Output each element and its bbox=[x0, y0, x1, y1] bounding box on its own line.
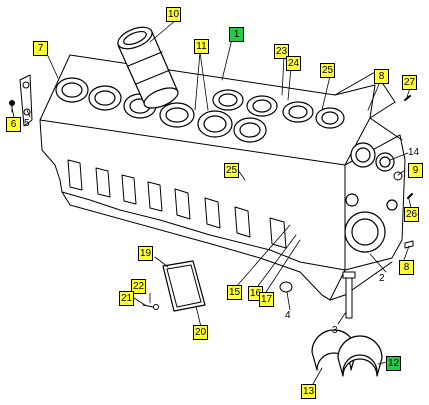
callout-9: 9 bbox=[408, 163, 423, 178]
callout-27: 27 bbox=[402, 75, 418, 90]
plug-4 bbox=[279, 281, 293, 293]
stud-3 bbox=[342, 271, 356, 319]
end-face-bores bbox=[344, 142, 398, 253]
callout-8-top: 8 bbox=[374, 69, 389, 84]
crankcase-bays bbox=[67, 159, 287, 249]
callout-26: 26 bbox=[404, 207, 420, 222]
block-outline bbox=[39, 54, 406, 301]
callout-3: 3 bbox=[332, 325, 338, 336]
callout-20: 20 bbox=[193, 325, 209, 340]
dowel-8 bbox=[404, 240, 414, 249]
cylinder-bores-right-bank bbox=[212, 89, 345, 129]
cover-plate-19 bbox=[162, 260, 206, 312]
callout-21: 21 bbox=[119, 291, 135, 306]
plug-26 bbox=[407, 193, 413, 199]
callout-15: 15 bbox=[227, 285, 243, 300]
callout-1: 1 bbox=[229, 27, 244, 42]
callout-2: 2 bbox=[379, 273, 385, 284]
callout-10: 10 bbox=[166, 7, 182, 22]
callout-24: 24 bbox=[286, 56, 302, 71]
callout-8-bottom: 8 bbox=[399, 260, 414, 275]
callout-17: 17 bbox=[259, 292, 275, 307]
callout-19: 19 bbox=[138, 246, 154, 261]
callout-25-mid: 25 bbox=[224, 163, 240, 178]
callout-22: 22 bbox=[131, 279, 147, 294]
callout-4: 4 bbox=[285, 310, 291, 321]
bearing-shells bbox=[311, 329, 383, 377]
cylinder-liner bbox=[117, 26, 179, 109]
callout-12: 12 bbox=[386, 356, 402, 371]
callout-11: 11 bbox=[194, 39, 209, 54]
callout-5: 5 bbox=[24, 118, 30, 129]
screw-21-22 bbox=[142, 304, 159, 310]
callout-6: 6 bbox=[6, 117, 21, 132]
cylinder-bores-left-bank bbox=[55, 77, 267, 143]
leader-lines bbox=[11, 19, 412, 385]
callout-13: 13 bbox=[301, 384, 317, 399]
callout-14: 14 bbox=[408, 147, 420, 158]
bolt-6 bbox=[9, 100, 15, 113]
callout-7: 7 bbox=[33, 41, 48, 56]
callout-25-top: 25 bbox=[320, 63, 336, 78]
bracket-5 bbox=[19, 74, 33, 127]
plug-27 bbox=[404, 95, 411, 101]
callout-23: 23 bbox=[274, 44, 290, 59]
